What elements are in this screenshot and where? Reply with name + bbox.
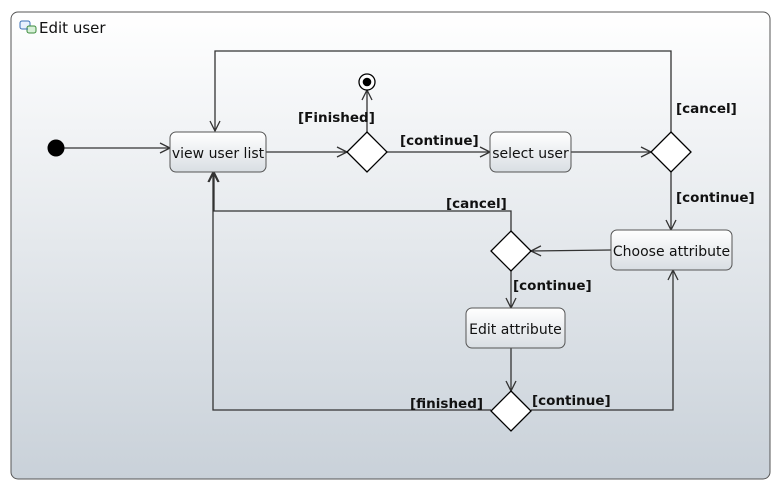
activity-frame bbox=[10, 11, 771, 480]
guard-continue-mid: [continue] bbox=[513, 278, 592, 294]
flow-finished-to-view bbox=[213, 172, 491, 411]
decision-node-cancel[interactable] bbox=[650, 131, 692, 173]
action-label: view user list bbox=[172, 146, 265, 162]
initial-node bbox=[47, 139, 65, 157]
decision-node-attribute[interactable] bbox=[490, 230, 532, 272]
action-label: Choose attribute bbox=[613, 244, 730, 260]
guard-continue-top: [continue] bbox=[400, 133, 479, 149]
control-flows bbox=[64, 50, 673, 411]
action-choose-attribute[interactable]: Choose attribute bbox=[610, 229, 733, 271]
flow-continue-to-choose-bottom bbox=[531, 270, 673, 411]
action-view-user-list[interactable]: view user list bbox=[169, 131, 267, 173]
guard-finished-bottom: [finished] bbox=[410, 396, 483, 412]
decision-node-finished[interactable] bbox=[346, 131, 388, 173]
action-edit-attribute[interactable]: Edit attribute bbox=[465, 307, 566, 349]
action-label: select user bbox=[492, 146, 569, 162]
final-node bbox=[358, 73, 376, 91]
flow-cancel-to-view-mid bbox=[214, 172, 512, 231]
flow-choose-to-decision bbox=[531, 250, 612, 251]
activity-icon bbox=[19, 20, 37, 34]
action-select-user[interactable]: select user bbox=[489, 131, 572, 173]
decision-node-edit-done[interactable] bbox=[490, 390, 532, 432]
guard-finished-top: [Finished] bbox=[298, 110, 375, 126]
diagram-title: Edit user bbox=[39, 19, 106, 37]
action-label: Edit attribute bbox=[469, 322, 562, 338]
guard-continue-bottom: [continue] bbox=[532, 393, 611, 409]
guard-cancel-right: [cancel] bbox=[676, 101, 737, 117]
guard-cancel-mid: [cancel] bbox=[446, 196, 507, 212]
flow-cancel-to-view-top bbox=[215, 50, 672, 132]
guard-continue-right: [continue] bbox=[676, 190, 755, 206]
